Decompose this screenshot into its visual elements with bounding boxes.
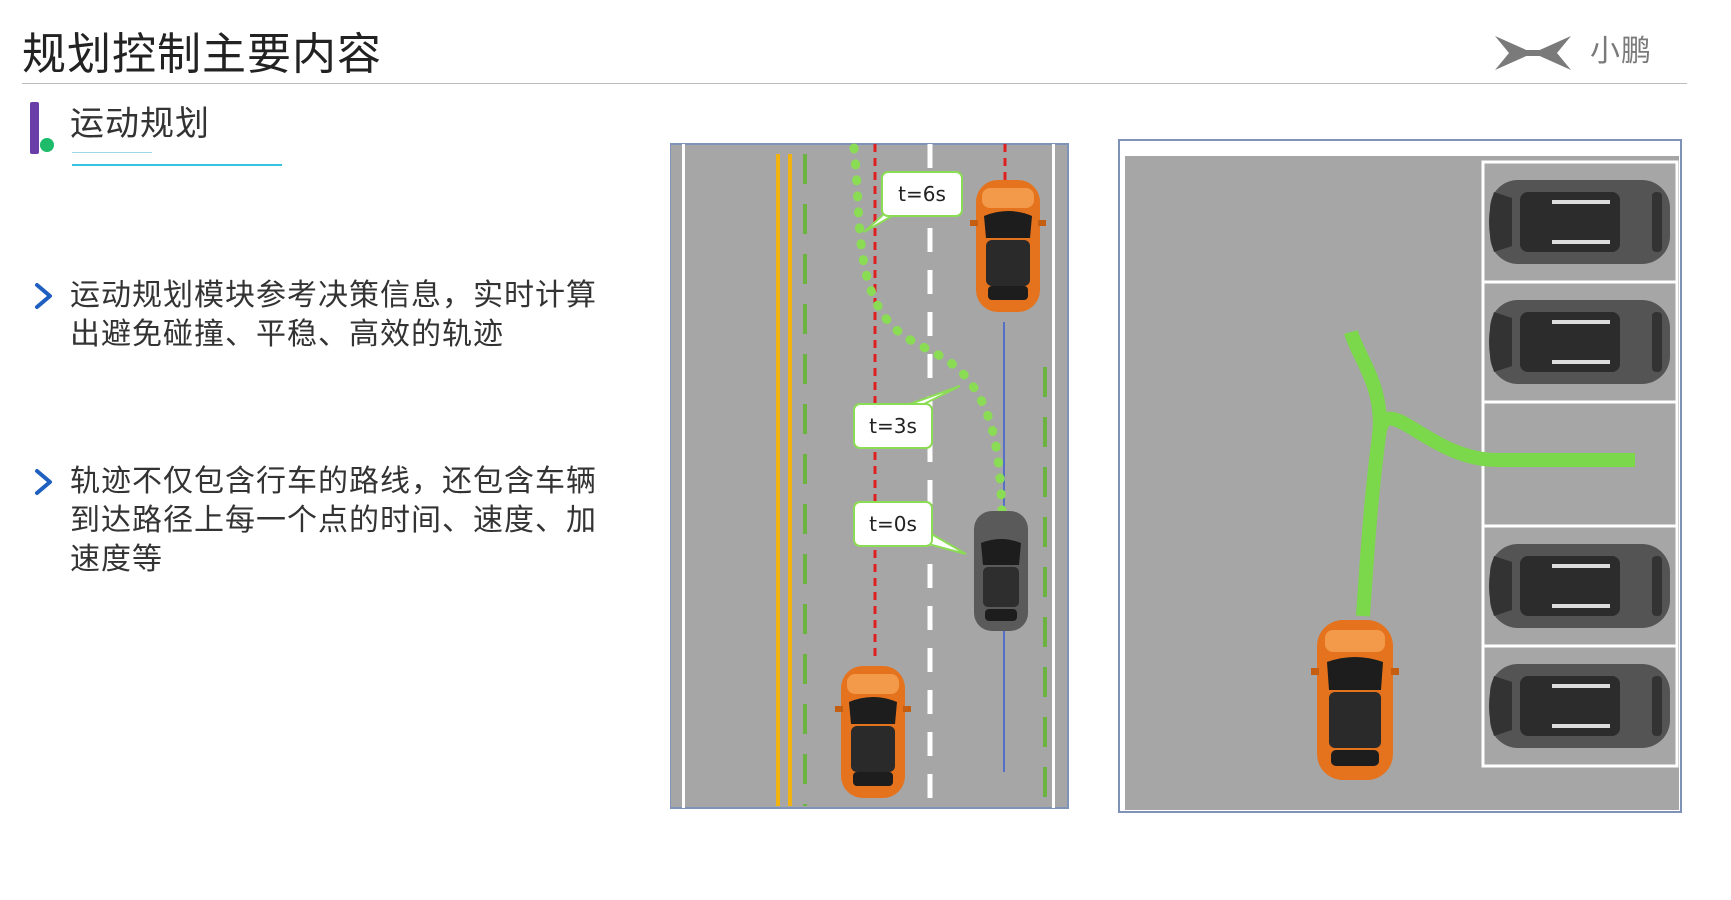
bullet-item-1: 运动规划模块参考决策信息，实时计算出避免碰撞、平稳、高效的轨迹 <box>32 276 622 354</box>
chevron-right-icon <box>35 283 52 309</box>
parked-car <box>1489 664 1670 748</box>
parked-car <box>1489 180 1670 264</box>
time-label-3s: t=3s <box>853 385 961 449</box>
time-label-6s: t=6s <box>863 171 963 233</box>
ego-vehicle-start <box>974 511 1028 631</box>
title-divider <box>22 83 1687 84</box>
section-underline-short <box>72 152 152 153</box>
lead-vehicle <box>970 180 1046 312</box>
xpeng-x-logo-icon <box>1495 36 1571 70</box>
ego-vehicle <box>1311 620 1399 780</box>
brand-name: 小鹏 <box>1590 34 1652 69</box>
bullet-text: 运动规划模块参考决策信息，实时计算出避免碰撞、平稳、高效的轨迹 <box>70 278 597 352</box>
parked-car <box>1489 544 1670 628</box>
svg-text:t=3s: t=3s <box>869 414 917 438</box>
section-marker-dot <box>40 138 54 152</box>
svg-text:t=0s: t=0s <box>869 512 917 536</box>
section-underline <box>72 164 282 166</box>
time-label-0s: t=0s <box>853 501 967 555</box>
section-marker-bar <box>30 102 39 154</box>
svg-text:t=6s: t=6s <box>898 182 946 206</box>
parking-diagram <box>1118 139 1682 813</box>
chevron-right-icon <box>35 469 52 495</box>
section-title: 运动规划 <box>70 104 210 144</box>
parked-car <box>1489 300 1670 384</box>
rear-vehicle <box>835 666 911 798</box>
page-title: 规划控制主要内容 <box>22 29 382 80</box>
bullet-text: 轨迹不仅包含行车的路线，还包含车辆到达路径上每一个点的时间、速度、加速度等 <box>70 464 597 577</box>
lane-change-diagram: t=6s t=3s t=0s <box>670 143 1069 809</box>
bullet-item-2: 轨迹不仅包含行车的路线，还包含车辆到达路径上每一个点的时间、速度、加速度等 <box>32 462 622 579</box>
